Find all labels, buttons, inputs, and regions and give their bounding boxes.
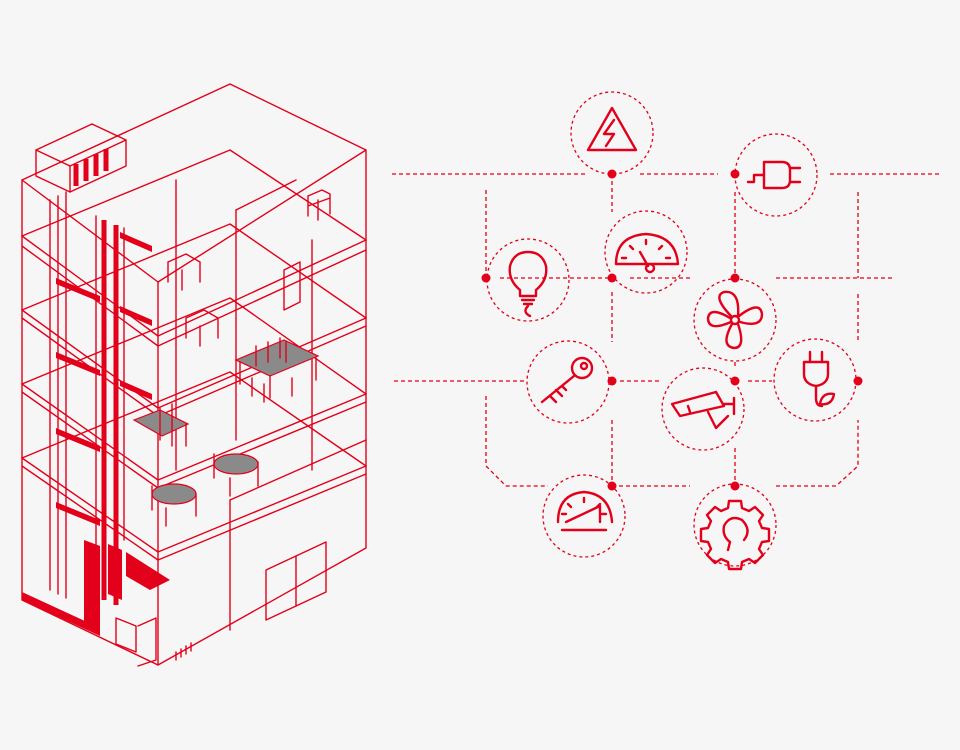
furniture (132, 189, 331, 527)
floor-slabs (21, 149, 367, 561)
gauge-meter-icon (604, 210, 688, 294)
meeting-table (234, 339, 320, 377)
network-connections (392, 173, 940, 487)
isometric-building-icon (21, 83, 367, 667)
gear-wrench-icon (693, 483, 777, 571)
high-voltage-icon (570, 91, 654, 175)
round-table-2 (213, 453, 259, 475)
systems-network (392, 91, 940, 571)
risers (22, 191, 192, 667)
eco-plug-icon (773, 338, 857, 422)
round-table-1 (151, 483, 197, 505)
rooftop-unit (35, 123, 127, 193)
light-bulb-icon (486, 238, 570, 322)
speedometer-icon (542, 474, 626, 558)
network-dots (481, 169, 863, 491)
interior-walls (175, 179, 367, 631)
key-icon (526, 340, 610, 424)
fan-icon (693, 278, 777, 362)
power-plug-icon (734, 133, 818, 217)
security-camera-icon (661, 367, 745, 451)
